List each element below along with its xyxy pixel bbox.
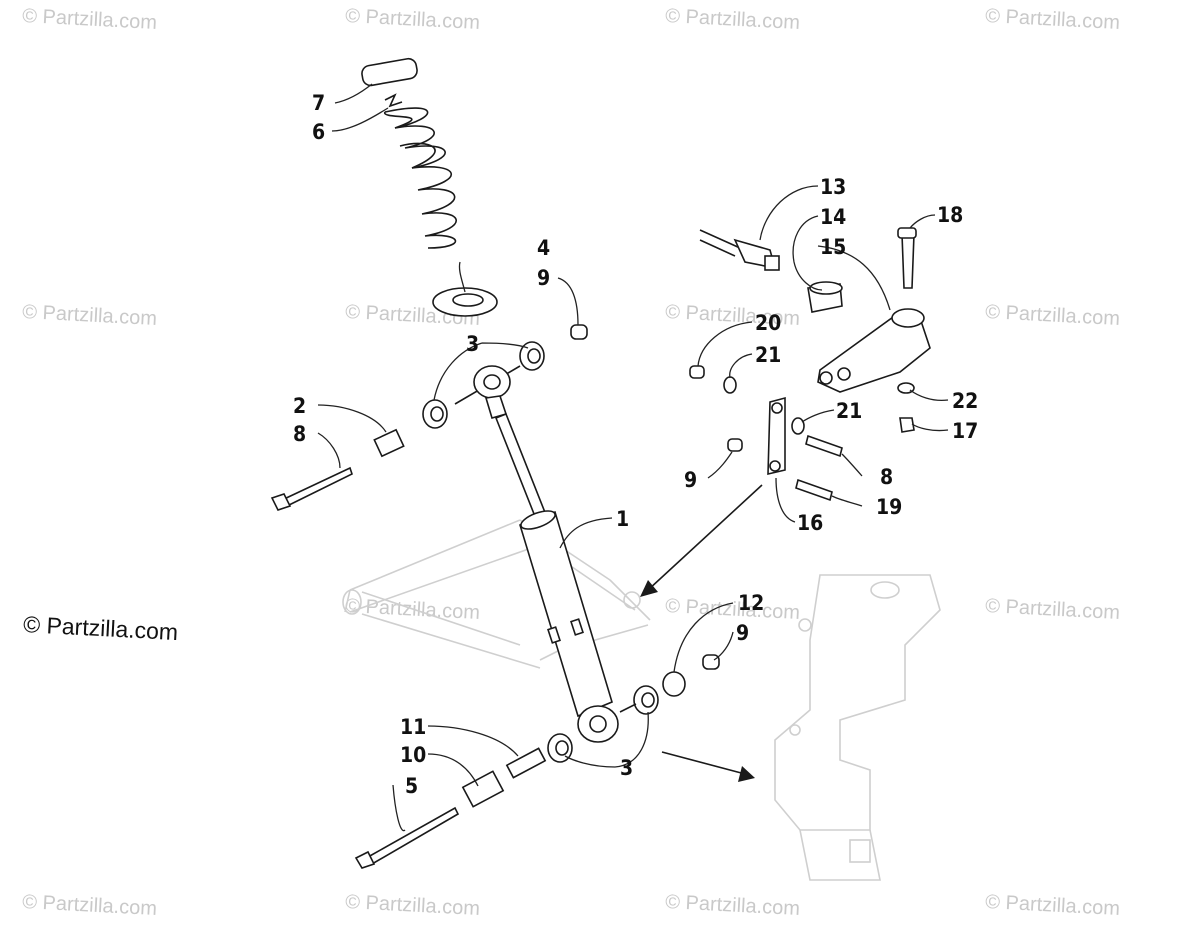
lower-mount-hardware	[354, 654, 720, 869]
callout-21-right: 21	[836, 399, 862, 423]
callout-labels: 1 2 3 3 4 5 6 7 8 8 9 9 9 10 11 12 13 14…	[293, 91, 978, 798]
callout-18: 18	[937, 203, 963, 227]
watermark-14: © Partzilla.com	[665, 891, 801, 920]
callout-6: 6	[312, 120, 325, 144]
callout-8-right: 8	[880, 465, 893, 489]
spring-retainer-part	[432, 287, 498, 317]
callout-3-lower: 3	[620, 756, 633, 780]
callout-1: 1	[616, 507, 629, 531]
watermark-12: © Partzilla.com	[22, 891, 158, 920]
callout-9-top: 9	[537, 266, 550, 290]
callout-5: 5	[405, 774, 418, 798]
callout-20: 20	[755, 311, 781, 335]
watermark-2: © Partzilla.com	[345, 5, 481, 34]
callout-13: 13	[820, 175, 846, 199]
watermark-1: © Partzilla.com	[22, 5, 158, 34]
callout-7: 7	[312, 91, 325, 115]
callout-14: 14	[820, 205, 846, 229]
callout-9-bottom: 9	[736, 621, 749, 645]
watermark-grid: © Partzilla.com © Partzilla.com © Partzi…	[22, 5, 1121, 920]
callout-4: 4	[537, 236, 550, 260]
callout-16: 16	[797, 511, 823, 535]
leader-lines	[317, 83, 949, 832]
watermark-11: © Partzilla.com	[985, 595, 1121, 624]
callout-19: 19	[876, 495, 902, 519]
callout-12: 12	[738, 591, 764, 615]
callout-2: 2	[293, 394, 306, 418]
assembly-arrows	[640, 484, 763, 782]
upper-mount-hardware	[270, 324, 588, 511]
watermark-3: © Partzilla.com	[665, 5, 801, 34]
callout-3-upper: 3	[466, 332, 479, 356]
watermark-5: © Partzilla.com	[22, 301, 158, 330]
watermark-4: © Partzilla.com	[985, 5, 1121, 34]
callout-22: 22	[952, 389, 978, 413]
callout-11: 11	[400, 715, 426, 739]
callout-15: 15	[820, 235, 846, 259]
callout-9-middle: 9	[684, 468, 697, 492]
watermark-15: © Partzilla.com	[985, 891, 1121, 920]
spring-part	[361, 57, 457, 249]
callout-17: 17	[952, 419, 978, 443]
spindle-ghost	[774, 574, 941, 881]
a-arm-ghost	[342, 519, 651, 669]
callout-10: 10	[400, 743, 426, 767]
watermark-13: © Partzilla.com	[345, 891, 481, 920]
watermark-10: © Partzilla.com	[665, 595, 801, 624]
watermark-8: © Partzilla.com	[985, 301, 1121, 330]
callout-8-left: 8	[293, 422, 306, 446]
callout-21-top: 21	[755, 343, 781, 367]
shock-absorber-part	[473, 365, 619, 743]
linkage-assembly	[689, 227, 931, 502]
